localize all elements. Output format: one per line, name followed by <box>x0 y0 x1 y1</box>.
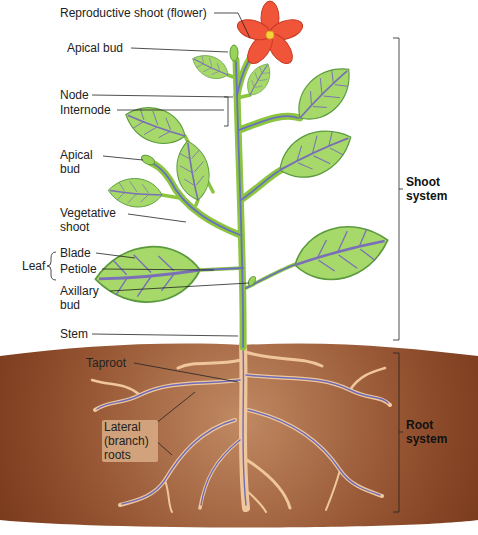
part-label: Node <box>60 88 89 102</box>
stems <box>150 40 300 347</box>
part-label: Blade <box>60 246 91 260</box>
part-label: Axillary bud <box>60 284 110 312</box>
leader-lines <box>47 13 403 512</box>
leaves <box>93 49 394 306</box>
flower-label: Reproductive shoot (flower) <box>60 6 207 20</box>
part-label: Lateral (branch) roots <box>102 420 158 462</box>
roots <box>92 345 390 512</box>
part-label: Vegetative shoot <box>60 206 126 234</box>
part-label: Apical bud <box>60 148 102 176</box>
soil <box>0 343 478 527</box>
part-label: Stem <box>60 327 88 341</box>
part-label: Taproot <box>86 356 126 370</box>
part-label: Internode <box>60 103 111 117</box>
buds <box>140 45 257 287</box>
part-label: Petiole <box>60 262 97 276</box>
system-label: Root system <box>406 418 466 446</box>
part-label: Apical bud <box>67 41 123 55</box>
group-label: Leaf <box>22 259 45 273</box>
system-label: Shoot system <box>406 175 466 203</box>
flower <box>235 1 305 68</box>
